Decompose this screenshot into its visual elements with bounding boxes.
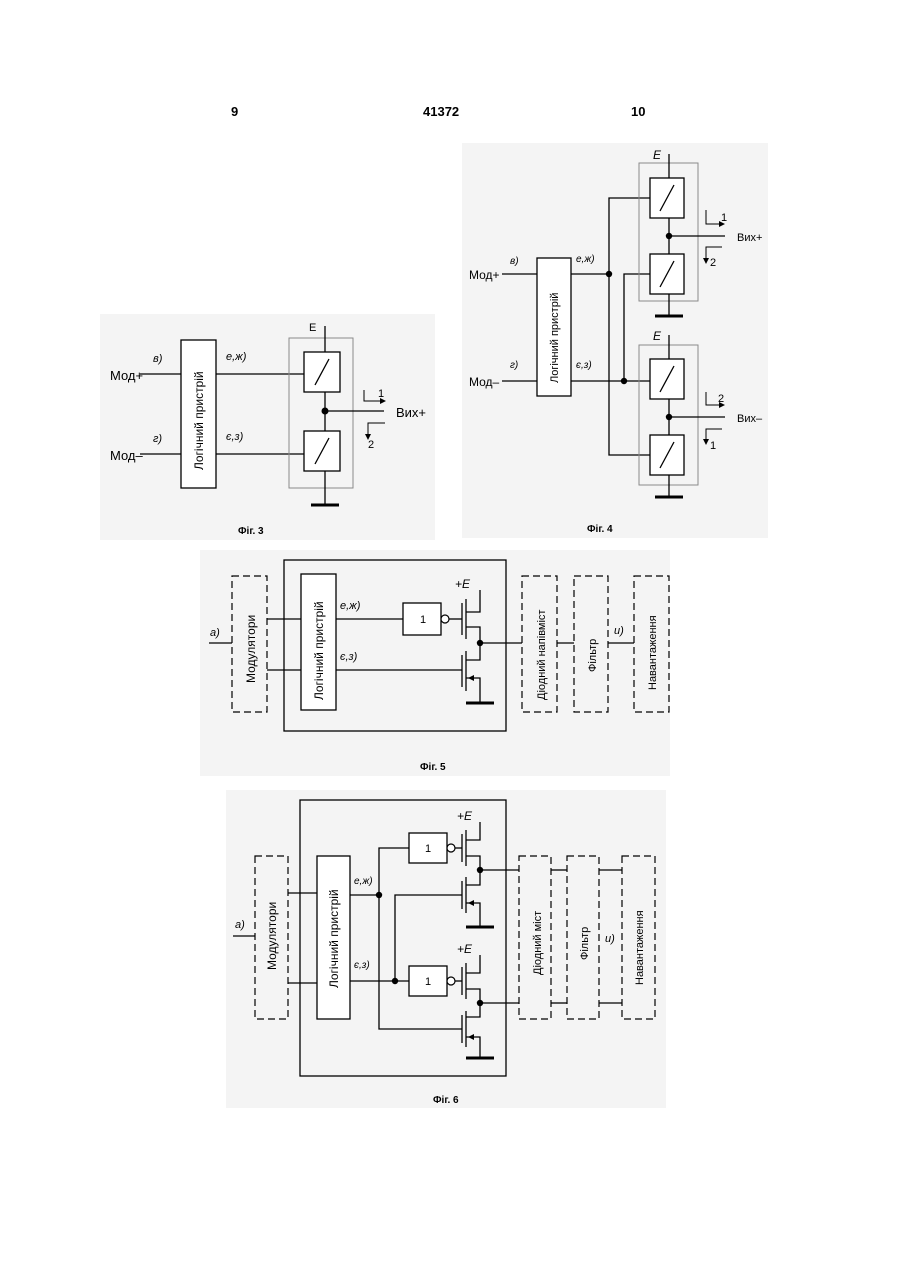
- fig4-caption: Фіг. 4: [587, 524, 613, 535]
- fig3-current-2: 2: [368, 439, 374, 451]
- fig4-logic-label: Логічний пристрій: [549, 293, 561, 383]
- fig6-load-label: Навантаження: [634, 910, 646, 985]
- fig4-label-v: в): [510, 256, 519, 267]
- fig4-top-current-1: 1: [721, 212, 727, 224]
- fig5-supply: +E: [455, 577, 471, 591]
- fig3-label-ezh: е,ж): [226, 351, 247, 363]
- fig4-input-plus: Мод+: [469, 268, 500, 282]
- fig5-load-label: Навантаження: [647, 615, 659, 690]
- figure-4: Логічний пристрій Мод+ Мод– в) г) е,ж) є…: [462, 143, 768, 538]
- fig5-filter-label: Фільтр: [587, 639, 599, 672]
- fig6-label-ez: є,з): [354, 960, 370, 971]
- fig6-bridge-label: Діодний міст: [532, 911, 544, 975]
- fig4-supply-top: E: [653, 148, 662, 162]
- fig3-current-1: 1: [378, 388, 384, 400]
- fig6-logic-label: Логічний пристрій: [327, 889, 341, 988]
- fig3-logic-label: Логічний пристрій: [192, 371, 206, 470]
- fig6-supply-top: +E: [457, 809, 473, 823]
- fig4-label-g: г): [510, 360, 518, 371]
- fig4-input-minus: Мод–: [469, 375, 500, 389]
- fig3-output: Вих+: [396, 405, 426, 420]
- fig3-label-g: г): [153, 433, 162, 445]
- fig5-logic-label: Логічний пристрій: [312, 601, 326, 700]
- fig3-label-v: в): [153, 353, 163, 365]
- fig5-modulators-label: Модулятори: [244, 615, 258, 683]
- fig4-label-ez: є,з): [576, 360, 592, 371]
- fig6-modulators-label: Модулятори: [265, 902, 279, 970]
- figure-3: Логічний пристрій Мод+ Мод– в) г) е,ж) є…: [100, 314, 435, 540]
- fig5-caption: Фіг. 5: [420, 762, 446, 773]
- fig6-inverter-bottom-label: 1: [425, 976, 431, 988]
- fig5-label-a: а): [210, 627, 220, 639]
- fig5-label-i: и): [614, 625, 624, 637]
- fig4-output-minus: Вих–: [737, 413, 763, 425]
- fig3-label-ez: є,з): [226, 431, 244, 443]
- fig5-inverter-label: 1: [420, 614, 426, 626]
- fig5-bridge-label: Діодний напівміст: [536, 610, 548, 700]
- fig4-bottom-current-2: 2: [718, 393, 724, 405]
- fig3-input-minus: Мод–: [110, 448, 144, 463]
- fig6-caption: Фіг. 6: [433, 1095, 459, 1106]
- fig5-label-ez: є,з): [340, 651, 358, 663]
- fig4-label-ezh: е,ж): [576, 254, 595, 265]
- fig3-input-plus: Мод+: [110, 368, 143, 383]
- fig3-caption: Фіг. 3: [238, 526, 264, 537]
- fig6-filter-label: Фільтр: [579, 927, 591, 960]
- figure-6: а) Модулятори Логічний пристрій е,ж) є,з…: [226, 790, 666, 1108]
- fig4-output-plus: Вих+: [737, 232, 762, 244]
- fig6-label-i: и): [605, 933, 615, 945]
- fig6-supply-bottom: +E: [457, 942, 473, 956]
- fig6-label-a: а): [235, 919, 245, 931]
- fig6-label-ezh: е,ж): [354, 876, 373, 887]
- figure-5: а) Модулятори Логічний пристрій е,ж) є,з…: [200, 550, 670, 776]
- fig3-supply: E: [309, 322, 316, 334]
- fig4-supply-bottom: E: [653, 329, 662, 343]
- fig6-inverter-top-label: 1: [425, 843, 431, 855]
- fig5-label-ezh: е,ж): [340, 600, 361, 612]
- fig4-top-current-2: 2: [710, 257, 716, 269]
- fig4-bottom-current-1: 1: [710, 440, 716, 452]
